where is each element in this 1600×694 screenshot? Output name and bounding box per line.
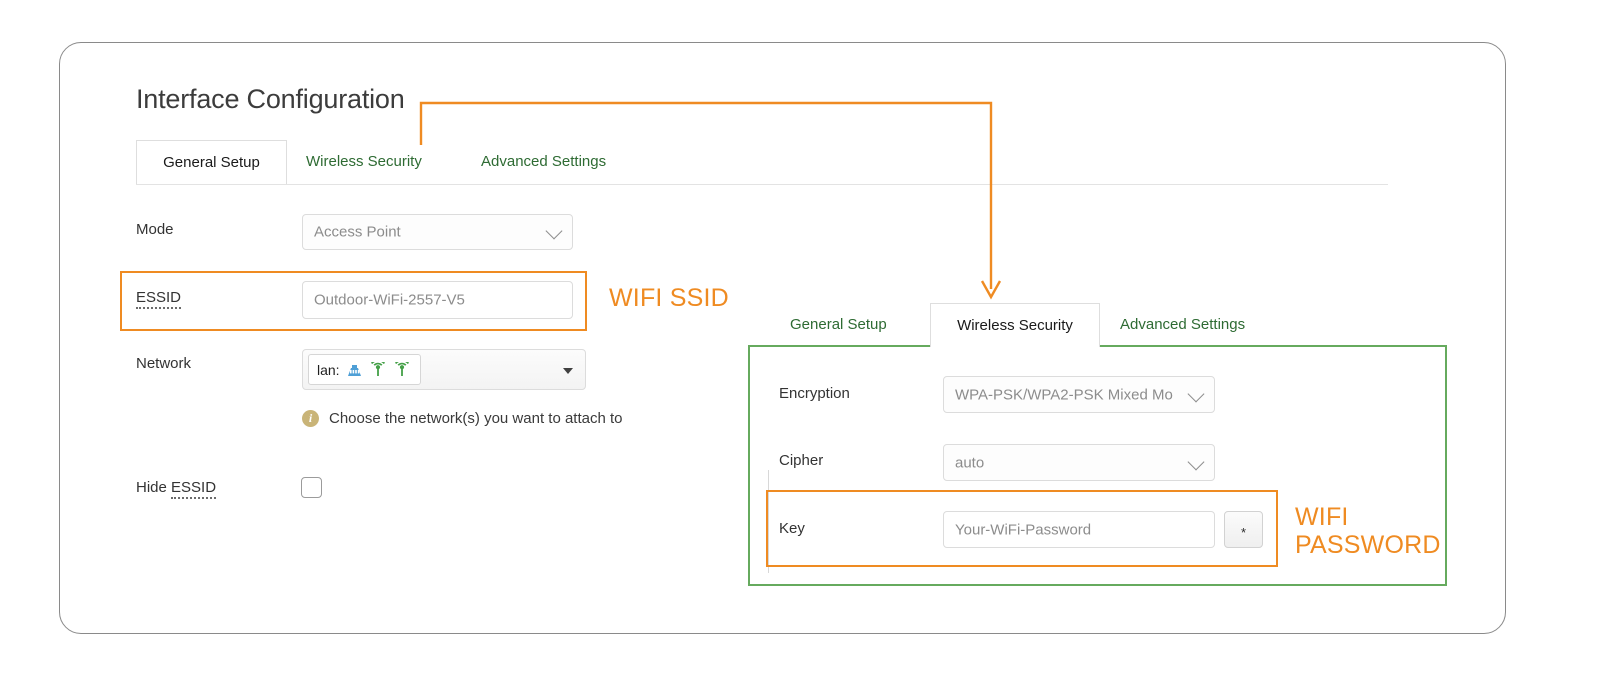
tab-advanced-settings[interactable]: Advanced Settings <box>481 153 607 170</box>
key-reveal-button[interactable]: * <box>1224 511 1263 548</box>
essid-label: ESSID <box>136 289 182 309</box>
info-icon: i <box>302 410 319 427</box>
network-hint: i Choose the network(s) you want to atta… <box>302 410 623 427</box>
chevron-down-icon <box>1187 453 1205 470</box>
page-title: Interface Configuration <box>136 84 405 114</box>
annotation-wifi-password: WIFI PASSWORD <box>1295 503 1441 559</box>
key-label: Key <box>779 520 805 537</box>
key-input-value: Your-WiFi-Password <box>955 521 1092 538</box>
annotation-wifi-ssid: WIFI SSID <box>609 284 729 312</box>
wifi-signal-icon <box>394 362 409 376</box>
network-hint-text: Choose the network(s) you want to attach… <box>329 410 623 427</box>
mode-select[interactable]: Access Point <box>302 214 573 250</box>
panel2-tab-wireless-security[interactable]: Wireless Security <box>930 303 1100 347</box>
caret-down-icon <box>563 367 573 374</box>
network-label: Network <box>136 355 192 372</box>
essid-highlight-box <box>120 271 587 331</box>
mode-select-value: Access Point <box>314 223 401 241</box>
tab-general-setup[interactable]: General Setup <box>136 140 287 184</box>
cipher-select-value: auto <box>955 454 985 471</box>
encryption-label: Encryption <box>779 385 850 402</box>
panel-divider <box>768 470 769 573</box>
tab-wireless-security[interactable]: Wireless Security <box>306 153 422 170</box>
essid-input-value: Outdoor-WiFi-2557-V5 <box>314 291 465 309</box>
panel1-tabbar: General Setup Wireless Security Advanced… <box>136 140 1388 185</box>
hide-essid-checkbox[interactable] <box>301 477 322 498</box>
network-token-label: lan: <box>317 361 340 378</box>
cipher-label: Cipher <box>779 452 824 469</box>
network-multiselect[interactable]: lan: <box>302 349 586 390</box>
tabbar-rule <box>136 184 1388 185</box>
cipher-select[interactable]: auto <box>943 444 1215 481</box>
mode-label: Mode <box>136 221 174 238</box>
key-input[interactable]: Your-WiFi-Password <box>943 511 1215 548</box>
annotation-wifi-password-line2: PASSWORD <box>1295 531 1441 559</box>
network-token-lan[interactable]: lan: <box>308 354 421 385</box>
encryption-select-value: WPA-PSK/WPA2-PSK Mixed Mo <box>955 386 1173 403</box>
key-highlight-box <box>766 490 1278 567</box>
essid-input[interactable]: Outdoor-WiFi-2557-V5 <box>302 281 573 319</box>
wifi-signal-icon <box>370 362 385 376</box>
encryption-select[interactable]: WPA-PSK/WPA2-PSK Mixed Mo <box>943 376 1215 413</box>
panel2-tab-advanced-settings[interactable]: Advanced Settings <box>1120 316 1246 333</box>
annotation-wifi-password-line1: WIFI <box>1295 503 1349 531</box>
hide-essid-label: Hide ESSID <box>136 479 217 499</box>
chevron-down-icon <box>545 222 563 240</box>
panel2-tab-general-setup[interactable]: General Setup <box>790 316 887 333</box>
lan-icon <box>347 364 361 376</box>
chevron-down-icon <box>1187 385 1205 402</box>
